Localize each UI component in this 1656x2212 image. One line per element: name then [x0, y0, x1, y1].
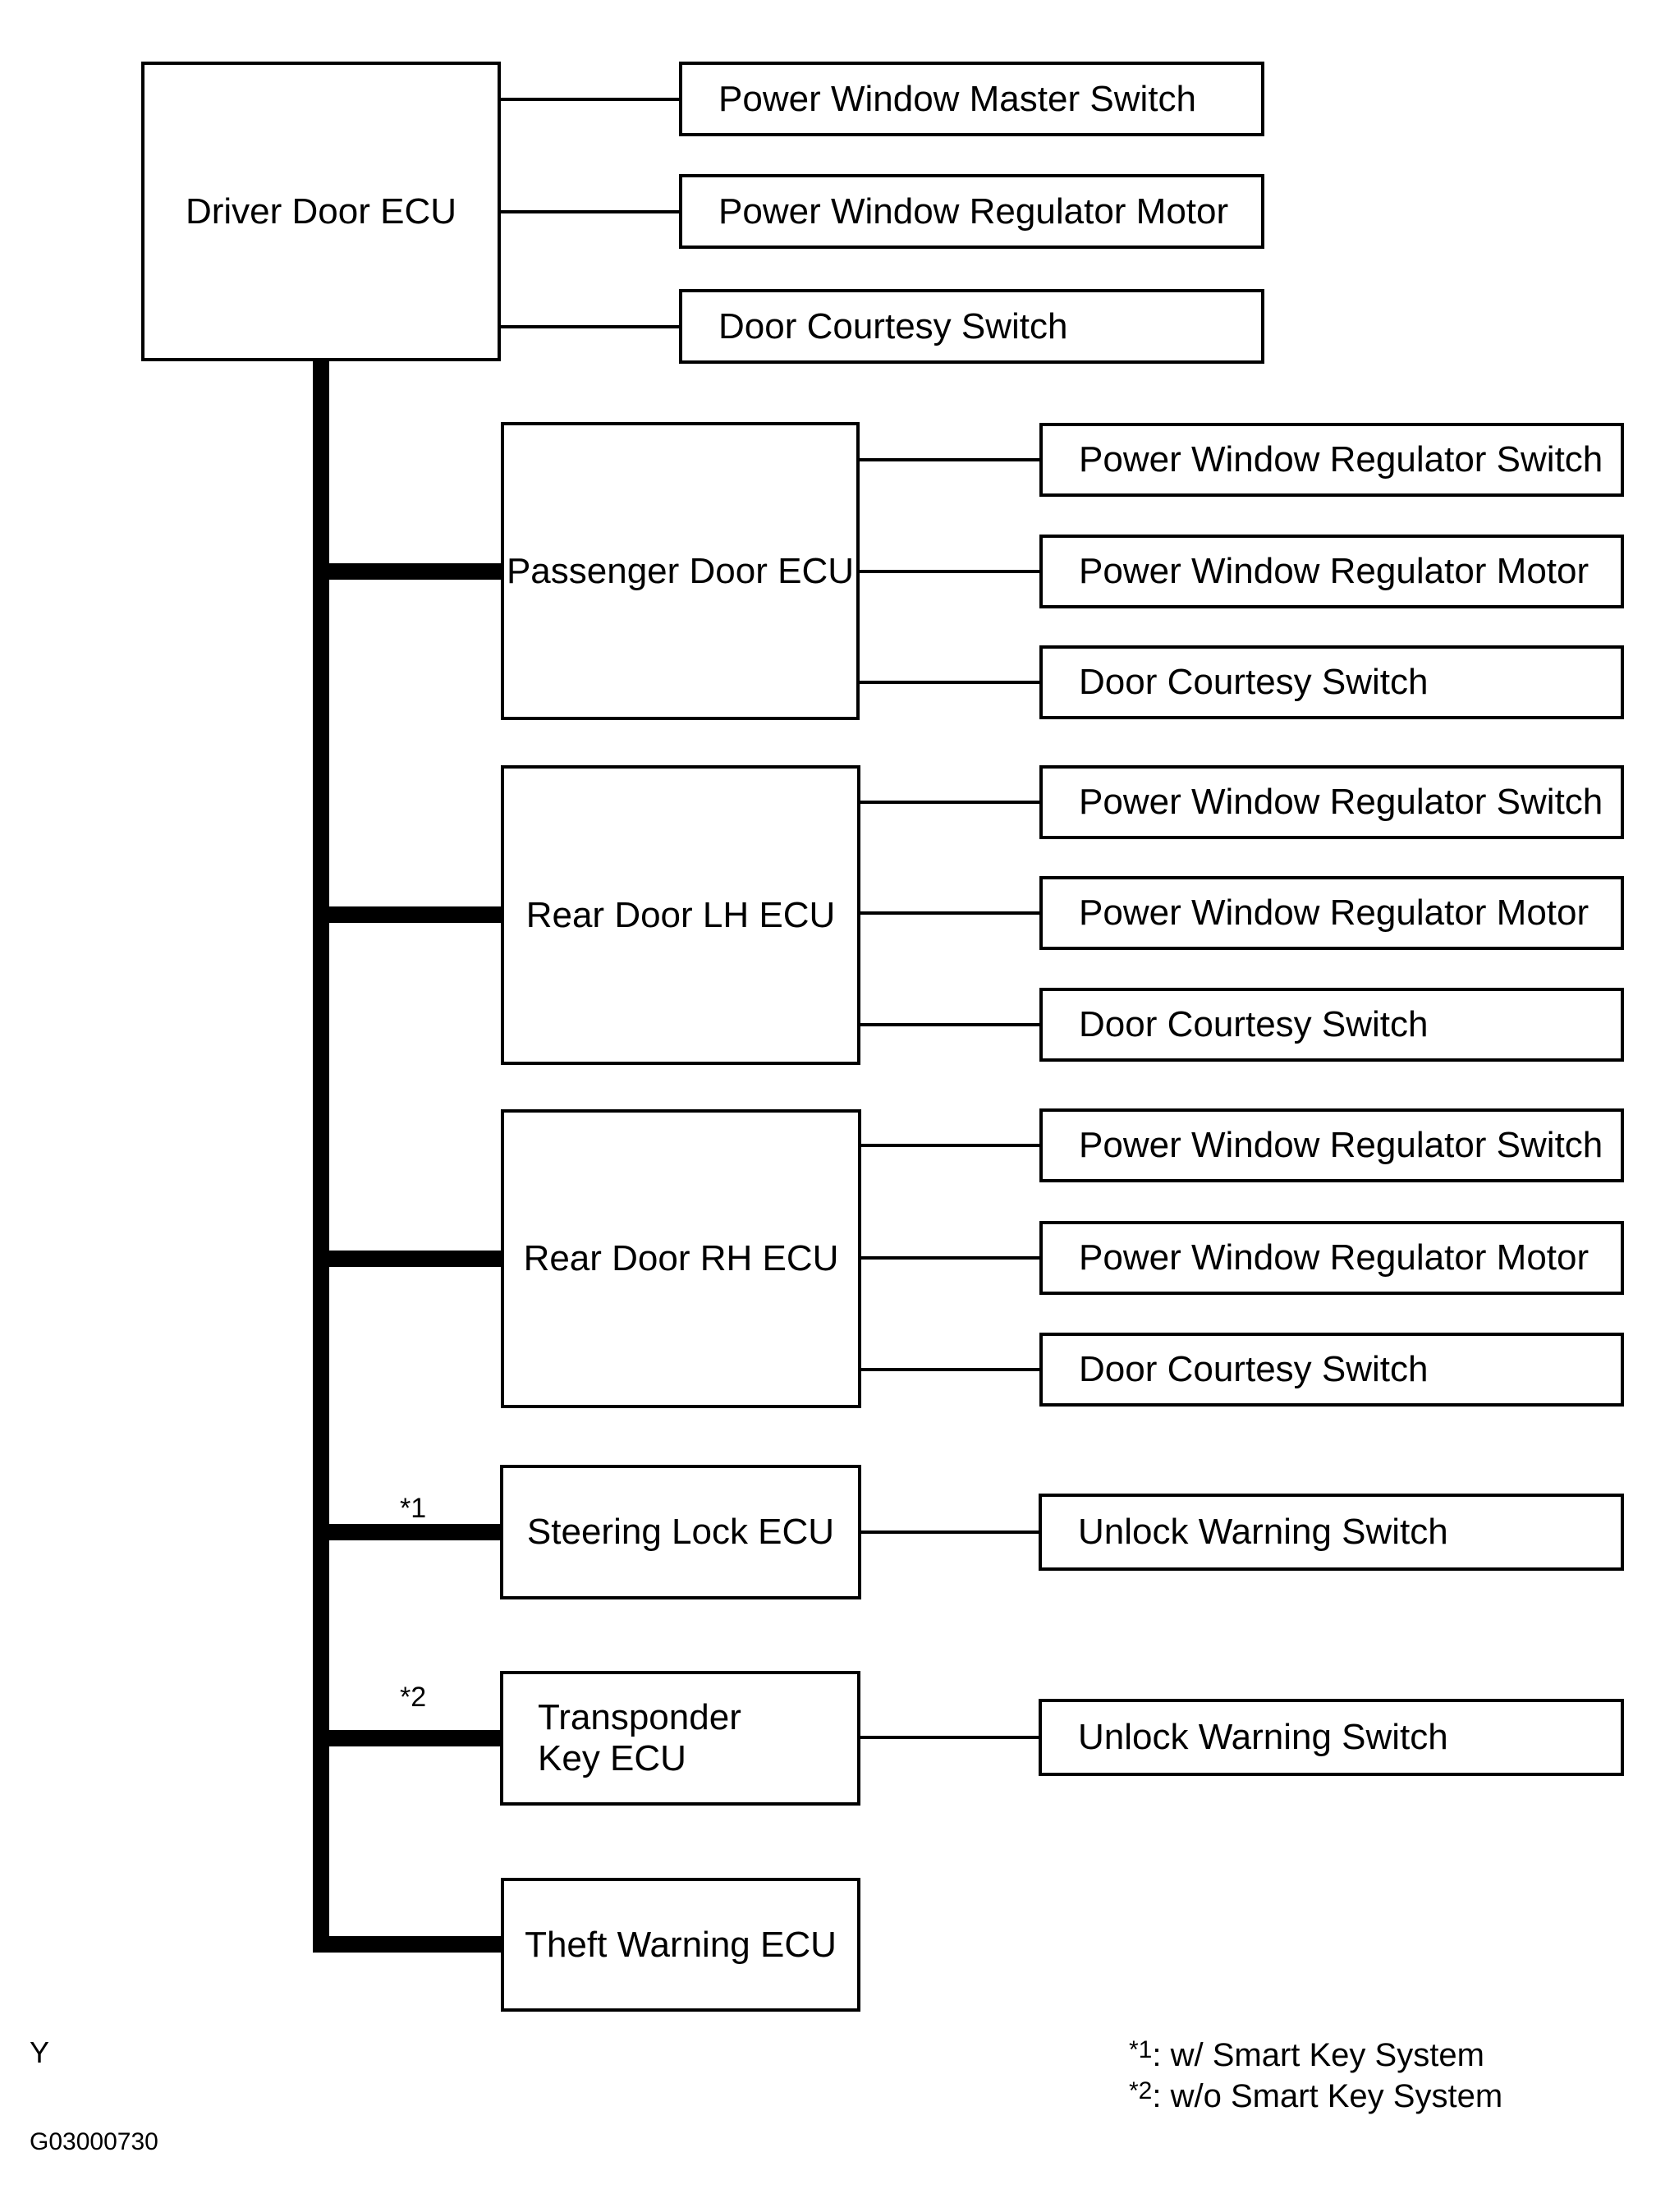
component-label: Power Window Regulator Motor	[1079, 1237, 1589, 1278]
legend-text-1: : w/ Smart Key System	[1152, 2037, 1484, 2073]
figure-code: G03000730	[30, 2128, 158, 2155]
component-box-passenger-door-courtesy-switch: Door Courtesy Switch	[1039, 645, 1624, 719]
component-label: Unlock Warning Switch	[1078, 1512, 1448, 1552]
component-box-passenger-power-window-regulator-switch: Power Window Regulator Switch	[1039, 423, 1624, 497]
component-label: Power Window Master Switch	[718, 78, 1196, 119]
bus-stub-passenger-door	[313, 563, 501, 580]
legend-item-no-smart-key: *2: w/o Smart Key System	[1129, 2077, 1502, 2118]
connector-passenger-pw-regulator-motor	[860, 570, 1039, 573]
connector-rear-rh-pw-regulator-motor	[860, 1256, 1039, 1260]
component-label: Power Window Regulator Switch	[1079, 1125, 1603, 1165]
ecu-label-transponder-key: Transponder Key ECU	[538, 1697, 741, 1779]
component-label: Unlock Warning Switch	[1078, 1717, 1448, 1757]
component-box-rear-lh-door-courtesy-switch: Door Courtesy Switch	[1039, 988, 1624, 1062]
component-label: Door Courtesy Switch	[1079, 662, 1429, 702]
component-label: Power Window Regulator Switch	[1079, 782, 1603, 822]
component-box-passenger-power-window-regulator-motor: Power Window Regulator Motor	[1039, 535, 1624, 608]
page-letter: Y	[30, 2035, 50, 2069]
component-box-unlock-warning-switch-transponder: Unlock Warning Switch	[1039, 1699, 1624, 1776]
connector-rear-lh-door-courtesy-switch	[860, 1023, 1039, 1026]
connector-passenger-pw-regulator-switch	[860, 458, 1039, 461]
connector-driver-pw-master-switch	[501, 98, 679, 101]
ecu-box-transponder-key: Transponder Key ECU	[500, 1671, 860, 1806]
ecu-box-rear-door-lh: Rear Door LH ECU	[501, 765, 860, 1065]
component-label: Door Courtesy Switch	[1079, 1349, 1429, 1389]
connector-rear-lh-pw-regulator-motor	[860, 911, 1039, 915]
legend-item-smart-key: *1: w/ Smart Key System	[1129, 2036, 1502, 2077]
component-box-power-window-master-switch: Power Window Master Switch	[679, 62, 1264, 136]
ecu-label-rear-door-lh: Rear Door LH ECU	[525, 894, 836, 935]
component-box-rear-lh-power-window-regulator-switch: Power Window Regulator Switch	[1039, 765, 1624, 839]
ecu-box-theft-warning: Theft Warning ECU	[501, 1878, 860, 2012]
component-box-driver-door-courtesy-switch: Door Courtesy Switch	[679, 289, 1264, 364]
bus-stub-rear-door-lh	[313, 906, 501, 923]
connector-rear-rh-pw-regulator-switch	[860, 1144, 1039, 1147]
component-box-rear-rh-power-window-regulator-motor: Power Window Regulator Motor	[1039, 1221, 1624, 1295]
legend-marker-2: *2	[1129, 2077, 1153, 2104]
component-label: Power Window Regulator Motor	[718, 190, 1229, 232]
bus-stub-theft-warning	[313, 1936, 501, 1953]
connector-rear-lh-pw-regulator-switch	[860, 801, 1039, 804]
component-label: Door Courtesy Switch	[718, 305, 1068, 346]
connector-transponder-unlock-warning-switch	[860, 1736, 1039, 1739]
legend-text-2: : w/o Smart Key System	[1152, 2078, 1503, 2114]
component-box-rear-lh-power-window-regulator-motor: Power Window Regulator Motor	[1039, 876, 1624, 950]
bus-stub-rear-door-rh	[313, 1251, 501, 1267]
ecu-label-steering-lock: Steering Lock ECU	[526, 1512, 835, 1552]
footnote-legend: *1: w/ Smart Key System *2: w/o Smart Ke…	[1129, 2036, 1502, 2118]
connector-steering-unlock-warning-switch	[860, 1531, 1039, 1534]
component-box-rear-rh-door-courtesy-switch: Door Courtesy Switch	[1039, 1333, 1624, 1407]
ecu-label-theft-warning: Theft Warning ECU	[525, 1924, 837, 1965]
ecu-box-passenger-door: Passenger Door ECU	[501, 422, 860, 720]
component-label: Power Window Regulator Motor	[1079, 893, 1589, 933]
bus-line-vertical	[313, 361, 329, 1953]
ecu-label-passenger-door: Passenger Door ECU	[506, 550, 855, 591]
connector-rear-rh-door-courtesy-switch	[860, 1368, 1039, 1371]
ecu-box-steering-lock: Steering Lock ECU	[500, 1465, 861, 1599]
component-box-unlock-warning-switch-steering: Unlock Warning Switch	[1039, 1494, 1624, 1571]
ecu-label-rear-door-rh: Rear Door RH ECU	[523, 1238, 839, 1278]
ecu-label-transponder-line1: Transponder	[538, 1697, 741, 1737]
connector-driver-pw-regulator-motor	[501, 210, 679, 213]
component-label: Power Window Regulator Switch	[1079, 439, 1603, 480]
ecu-box-driver-door: Driver Door ECU	[141, 62, 501, 361]
footnote-marker-transponder: *2	[400, 1682, 427, 1713]
component-box-rear-rh-power-window-regulator-switch: Power Window Regulator Switch	[1039, 1108, 1624, 1182]
footnote-marker-steering: *1	[400, 1493, 427, 1524]
ecu-label-transponder-line2: Key ECU	[538, 1738, 686, 1778]
connector-driver-door-courtesy-switch	[501, 325, 679, 328]
component-label: Power Window Regulator Motor	[1079, 551, 1589, 591]
component-label: Door Courtesy Switch	[1079, 1004, 1429, 1044]
ecu-box-rear-door-rh: Rear Door RH ECU	[501, 1109, 861, 1408]
bus-stub-transponder-key	[313, 1730, 501, 1746]
connector-passenger-door-courtesy-switch	[860, 681, 1039, 684]
ecu-label-driver-door: Driver Door ECU	[185, 190, 457, 232]
legend-marker-1: *1	[1129, 2036, 1153, 2063]
bus-stub-steering-lock	[313, 1524, 501, 1540]
component-box-driver-power-window-regulator-motor: Power Window Regulator Motor	[679, 174, 1264, 249]
